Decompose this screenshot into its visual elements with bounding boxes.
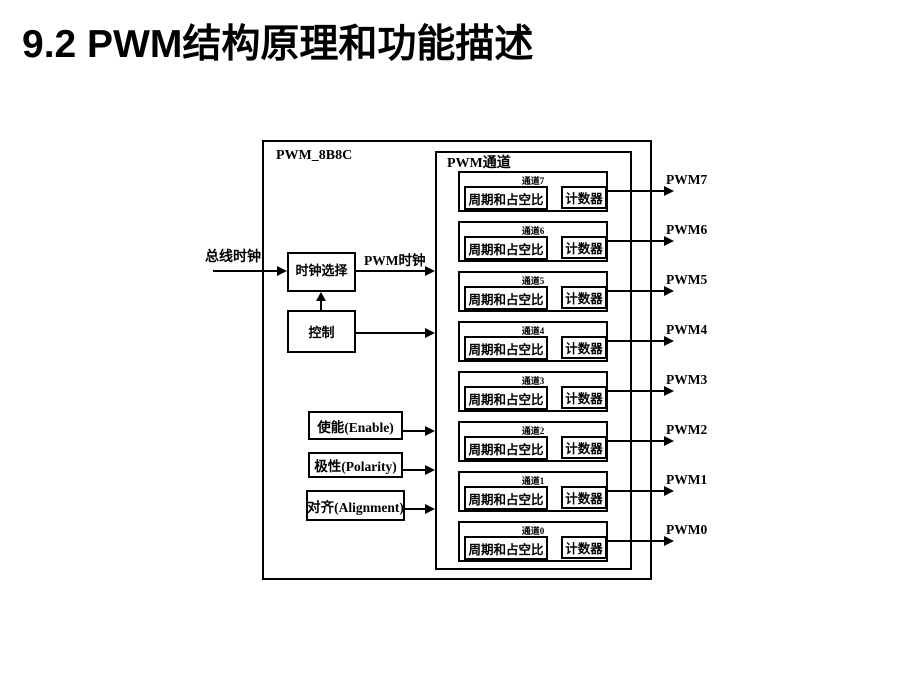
channel-label: 通道1 [521,476,545,486]
pwm3-output-label: PWM3 [666,372,708,387]
channel-box-5: 通道5 周期和占空比 计数器 [458,271,608,312]
counter-box: 计数器 [561,536,607,559]
pwm-module-label: PWM_8B8C [276,148,353,163]
alignment-arrow [405,504,435,514]
pwm6-output-label: PWM6 [666,222,708,237]
pwm-clock-label: PWM时钟 [364,253,426,268]
channel-label: 通道7 [521,176,545,186]
pwm0-output-label: PWM0 [666,522,708,537]
pwm1-output-label: PWM1 [666,472,708,487]
pwm2-output-arrow [608,436,674,446]
channel-box-2: 通道2 周期和占空比 计数器 [458,421,608,462]
period-duty-box: 周期和占空比 [464,536,548,560]
channel-label: 通道0 [521,526,545,536]
pwm2-output-label: PWM2 [666,422,708,437]
channel-label: 通道3 [521,376,545,386]
enable-arrow [403,426,435,436]
pwm0-output-arrow [608,536,674,546]
period-duty-box: 周期和占空比 [464,236,548,260]
counter-box: 计数器 [561,486,607,509]
counter-box: 计数器 [561,386,607,409]
period-duty-box: 周期和占空比 [464,436,548,460]
pwm4-output-label: PWM4 [666,322,708,337]
channel-box-4: 通道4 周期和占空比 计数器 [458,321,608,362]
counter-box: 计数器 [561,436,607,459]
channel-box-3: 通道3 周期和占空比 计数器 [458,371,608,412]
page-title: 9.2 PWM结构原理和功能描述 [22,23,534,66]
channel-box-7: 通道7 周期和占空比 计数器 [458,171,608,212]
channel-label: 通道6 [521,226,545,236]
pwm5-output-arrow [608,286,674,296]
period-duty-box: 周期和占空比 [464,336,548,360]
period-duty-box: 周期和占空比 [464,386,548,410]
bus-clock-label: 总线时钟 [205,250,261,265]
clock-select-box: 时钟选择 [287,252,356,292]
period-duty-box: 周期和占空比 [464,186,548,210]
pwm7-output-arrow [608,186,674,196]
channel-box-0: 通道0 周期和占空比 计数器 [458,521,608,562]
pwm3-output-arrow [608,386,674,396]
pwm-clock-arrow [356,266,435,276]
period-duty-box: 周期和占空比 [464,486,548,510]
enable-box: 使能(Enable) [308,411,403,440]
pwm7-output-label: PWM7 [666,172,708,187]
counter-box: 计数器 [561,236,607,259]
pwm6-output-arrow [608,236,674,246]
pwm4-output-arrow [608,336,674,346]
channel-label: 通道5 [521,276,545,286]
polarity-arrow [403,465,435,475]
polarity-box: 极性(Polarity) [308,452,403,478]
counter-box: 计数器 [561,336,607,359]
counter-box: 计数器 [561,286,607,309]
pwm1-output-arrow [608,486,674,496]
pwm-channels-label: PWM通道 [447,156,511,171]
counter-box: 计数器 [561,186,607,209]
control-to-clock-arrow [316,292,326,311]
channel-label: 通道2 [521,426,545,436]
control-output-arrow [356,328,435,338]
channel-box-6: 通道6 周期和占空比 计数器 [458,221,608,262]
control-box: 控制 [287,310,356,353]
channel-label: 通道4 [521,326,545,336]
period-duty-box: 周期和占空比 [464,286,548,310]
channel-box-1: 通道1 周期和占空比 计数器 [458,471,608,512]
pwm5-output-label: PWM5 [666,272,708,287]
alignment-box: 对齐(Alignment) [306,490,405,521]
bus-clock-arrow [213,266,287,276]
